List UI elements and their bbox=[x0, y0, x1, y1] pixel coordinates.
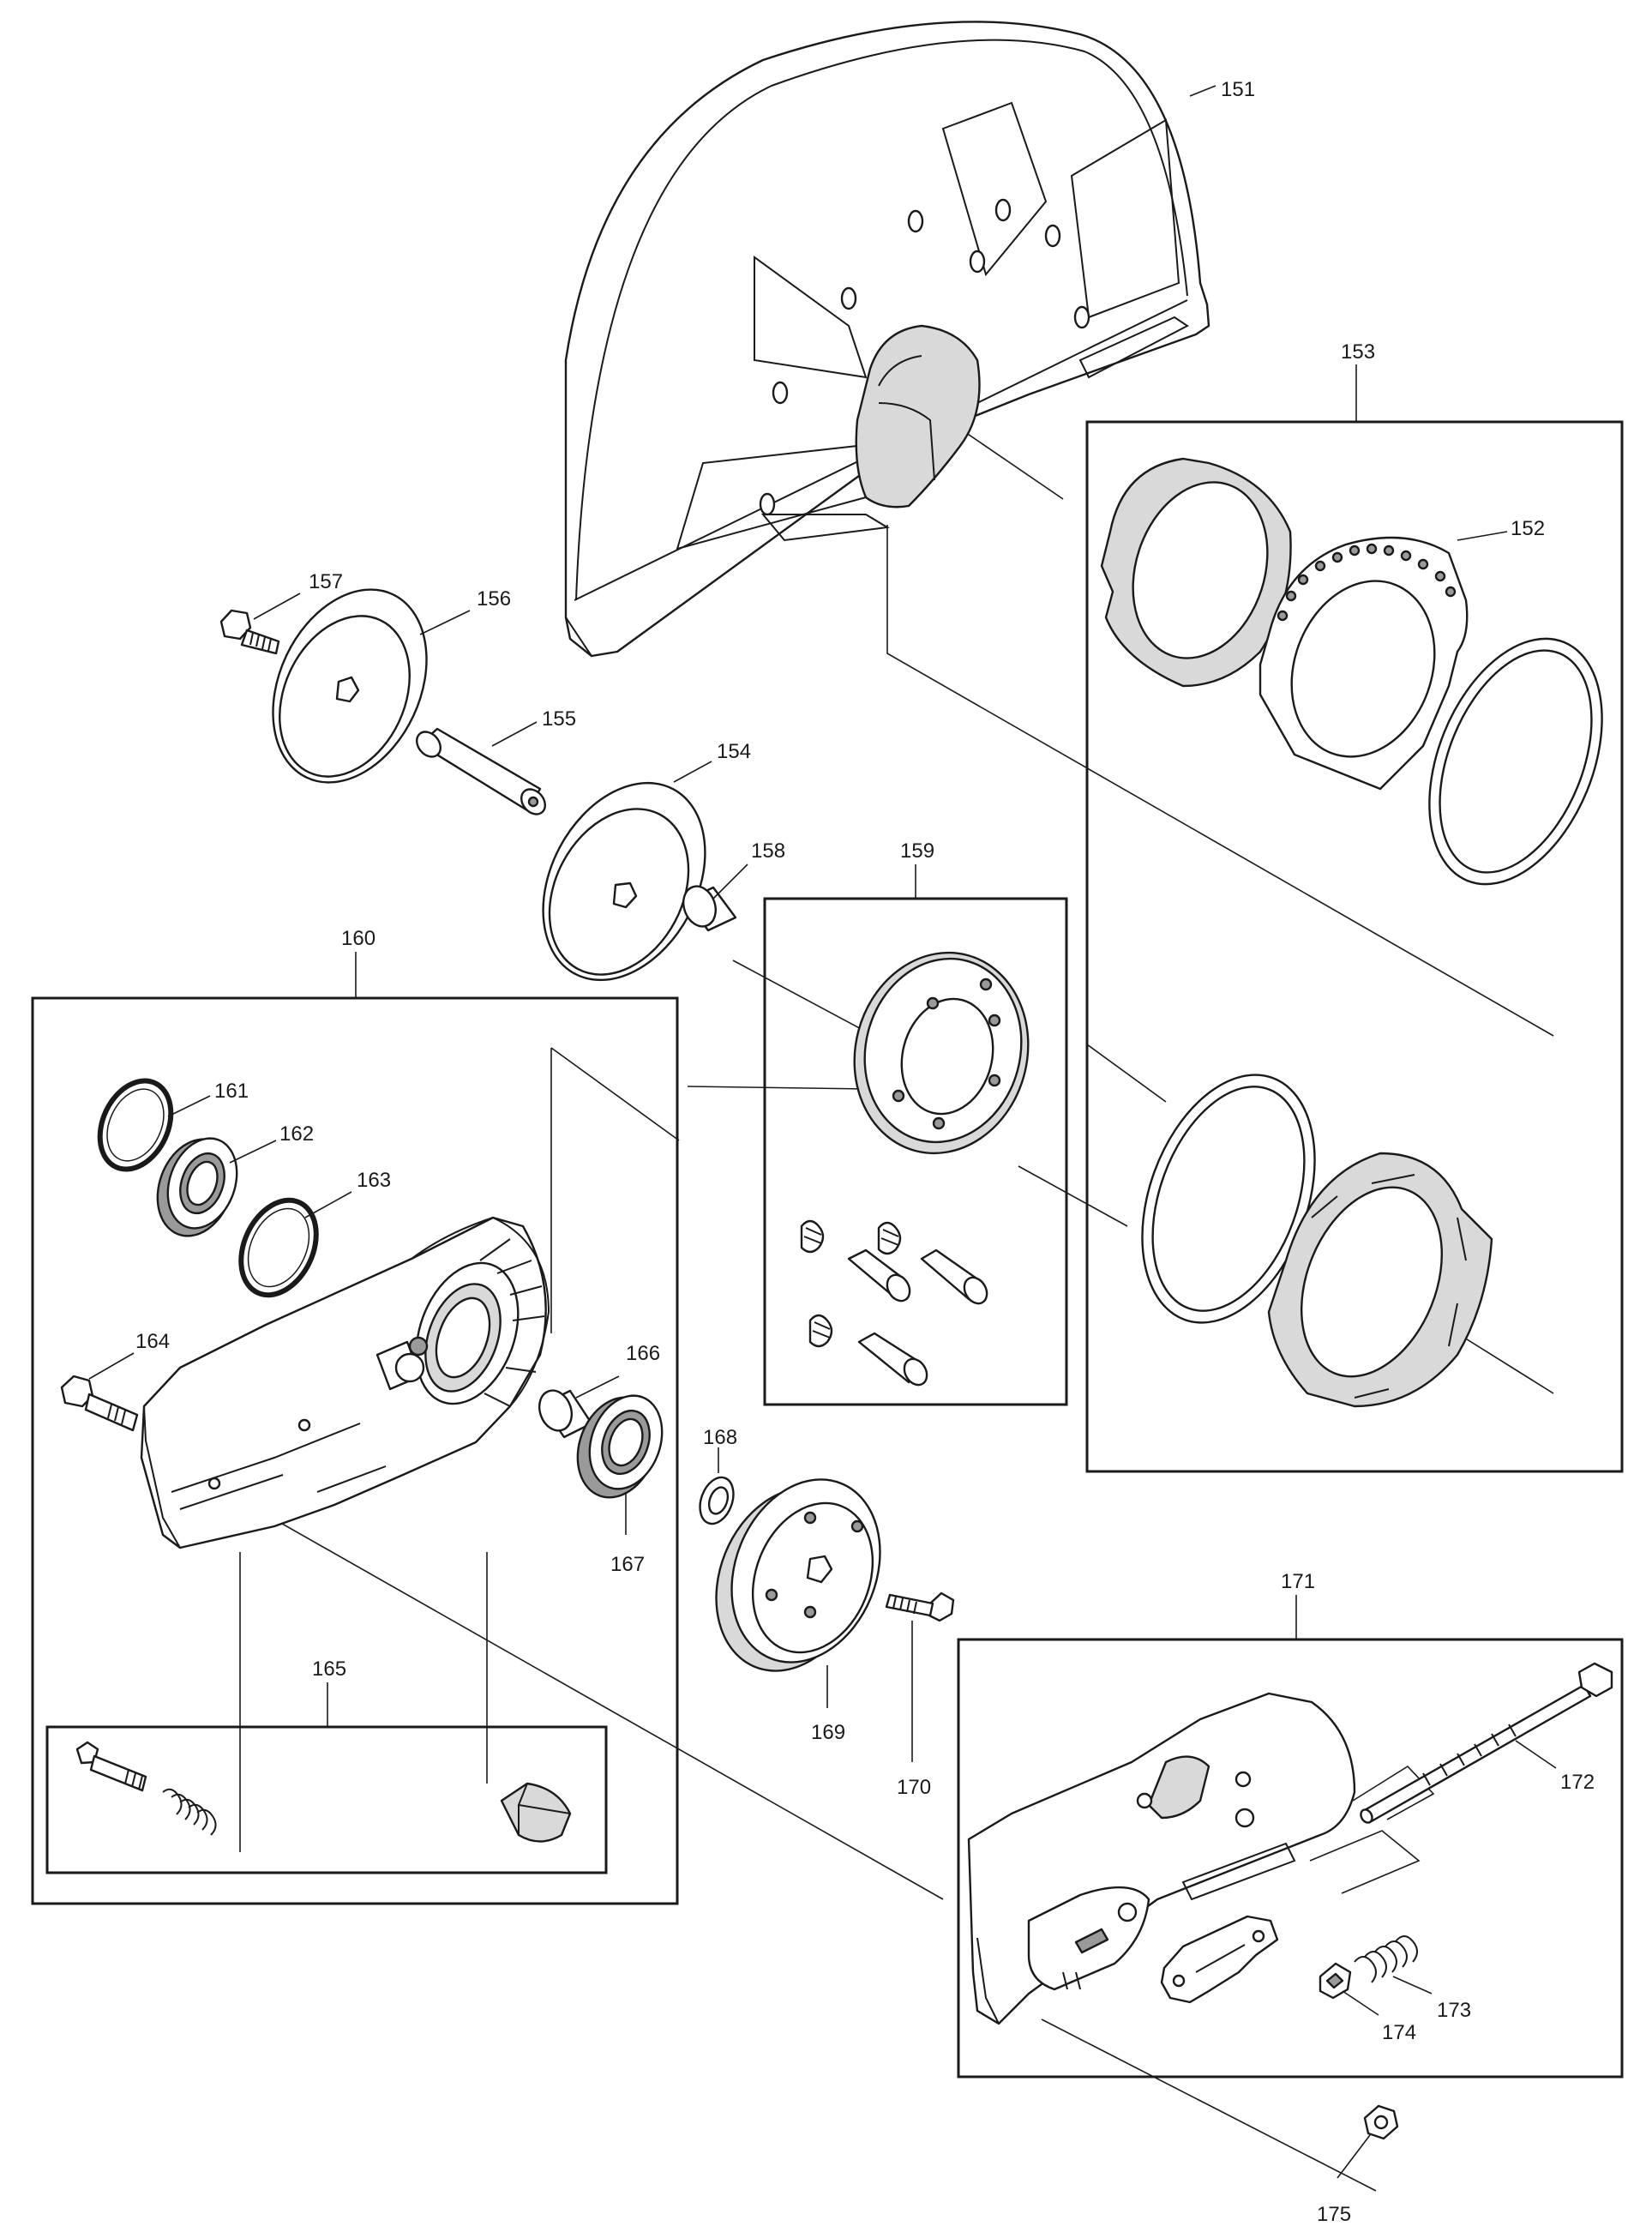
label-152: 152 bbox=[1511, 517, 1545, 540]
label-174: 174 bbox=[1382, 2021, 1416, 2044]
label-160: 160 bbox=[341, 927, 375, 950]
part-155-spindle bbox=[416, 727, 546, 815]
part-153-ring-seal-lower bbox=[1141, 1074, 1316, 1324]
label-159: 159 bbox=[900, 839, 934, 863]
part-157-bolt bbox=[219, 609, 280, 655]
part-160-arm-housing bbox=[140, 1216, 550, 1549]
part-159-pins-and-springs bbox=[800, 1219, 988, 1387]
part-171-belt-cover bbox=[967, 1692, 1356, 2025]
part-153-ring-lower bbox=[1267, 1152, 1493, 1408]
part-174-slider bbox=[1319, 1962, 1352, 2000]
label-151: 151 bbox=[1221, 78, 1255, 101]
label-173: 173 bbox=[1437, 1999, 1471, 2022]
part-162-bearing bbox=[156, 1137, 238, 1237]
index-holes bbox=[1277, 543, 1457, 622]
part-158-collar bbox=[682, 885, 737, 932]
label-172: 172 bbox=[1560, 1771, 1595, 1794]
part-161-circlip bbox=[97, 1078, 174, 1172]
label-154: 154 bbox=[717, 740, 751, 763]
part-171-adjuster-plate bbox=[1160, 1915, 1279, 2004]
part-156-outer-flange bbox=[272, 588, 428, 784]
part-170-bolt bbox=[885, 1591, 955, 1622]
part-172-stud-bolt bbox=[1360, 1662, 1613, 1824]
label-165: 165 bbox=[312, 1657, 346, 1681]
label-156: 156 bbox=[477, 587, 511, 611]
part-168-washer bbox=[699, 1476, 735, 1525]
part-166-collar bbox=[538, 1389, 593, 1439]
label-153: 153 bbox=[1341, 340, 1375, 364]
group-box-165 bbox=[45, 1725, 608, 1874]
label-157: 157 bbox=[309, 570, 343, 593]
part-labels: 151 153 152 157 156 155 154 158 159 160 … bbox=[135, 78, 1595, 2226]
label-155: 155 bbox=[542, 707, 576, 731]
part-163-circlip bbox=[238, 1197, 319, 1298]
part-175-nut bbox=[1363, 2104, 1399, 2140]
label-170: 170 bbox=[897, 1776, 931, 1799]
label-164: 164 bbox=[135, 1330, 170, 1353]
label-162: 162 bbox=[279, 1122, 314, 1146]
label-161: 161 bbox=[214, 1080, 249, 1103]
label-163: 163 bbox=[357, 1169, 391, 1192]
part-151-blade-guard bbox=[564, 21, 1210, 658]
label-169: 169 bbox=[811, 1721, 845, 1744]
part-153-ring-upper bbox=[1100, 457, 1292, 688]
group-box-171 bbox=[957, 1638, 1624, 2079]
label-166: 166 bbox=[626, 1342, 660, 1365]
label-171: 171 bbox=[1281, 1570, 1315, 1593]
part-173-spring bbox=[1354, 1935, 1418, 1983]
part-169-pulley bbox=[715, 1478, 881, 1672]
assembly-lines bbox=[188, 378, 1554, 2192]
label-175: 175 bbox=[1317, 2203, 1351, 2226]
part-164-bolt bbox=[60, 1375, 139, 1432]
group-box-160 bbox=[31, 996, 679, 1905]
part-153-ring-seal-upper bbox=[1428, 637, 1603, 886]
part-152-index-plate bbox=[1259, 536, 1469, 791]
group-box-153 bbox=[1085, 420, 1624, 1473]
label-167: 167 bbox=[610, 1553, 645, 1576]
label-168: 168 bbox=[703, 1426, 737, 1449]
label-158: 158 bbox=[751, 839, 785, 863]
leader-lines bbox=[88, 85, 1557, 2179]
part-165-stopper-set bbox=[75, 1741, 572, 1843]
part-159-bearing-housing bbox=[853, 951, 1030, 1155]
part-167-bearing bbox=[576, 1394, 664, 1499]
part-154-inner-flange bbox=[542, 781, 706, 982]
